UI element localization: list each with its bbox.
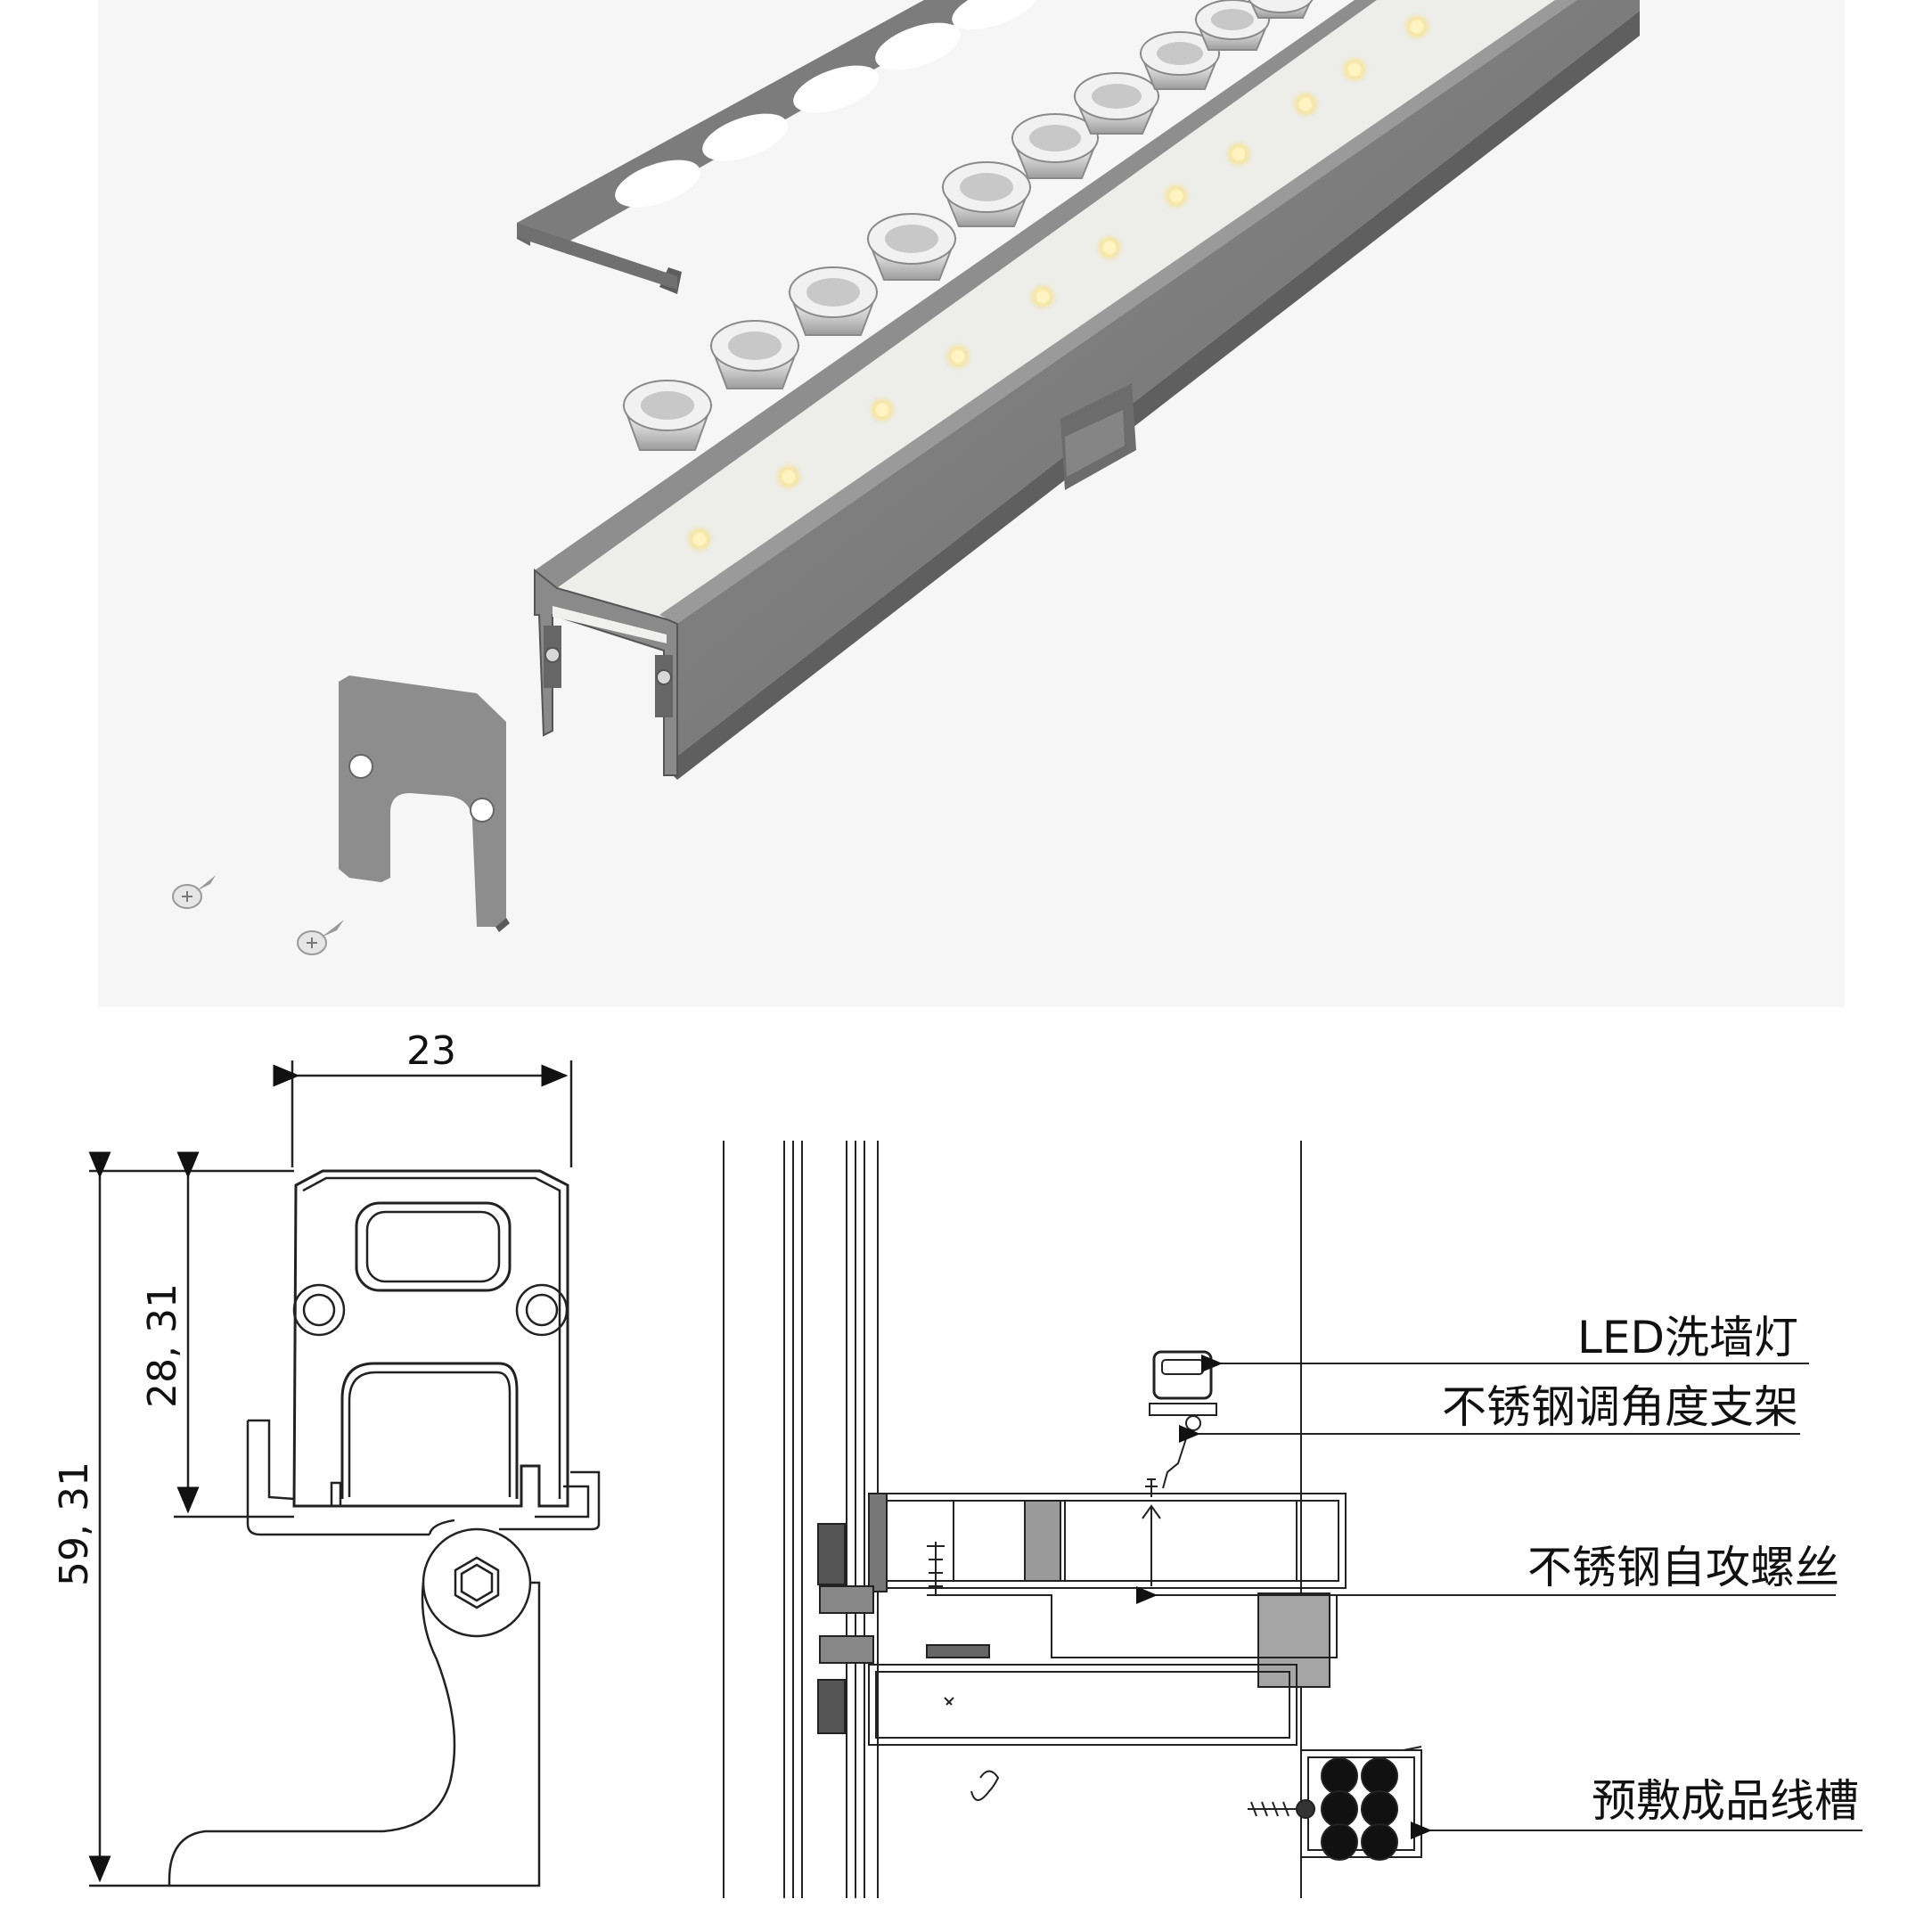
- led-fixture-section: [1149, 1350, 1217, 1489]
- dim-total-height-label: 59, 31: [52, 1461, 97, 1586]
- aluminium-profile: [534, 0, 1640, 780]
- dim-upper-height-label: 28, 31: [140, 1283, 185, 1408]
- bracket-outline: [168, 1419, 601, 1887]
- callout-labels: LED洗墙灯 不锈钢调角度支架 不锈钢自攻螺丝 预敷成品线槽: [1442, 1312, 1859, 1827]
- mounting-clip: [1060, 383, 1136, 490]
- end-cap-outline: [292, 1169, 569, 1508]
- cable-duct: [1248, 1746, 1422, 1861]
- end-cap: [339, 675, 510, 932]
- lens: [1139, 31, 1221, 90]
- lens: [709, 320, 800, 389]
- lens: [941, 161, 1032, 227]
- callout-adjustable-bracket: 不锈钢调角度支架: [1442, 1381, 1798, 1433]
- exploded-view: [172, 0, 1640, 955]
- diffuser-strip: [557, 0, 1568, 619]
- screw: [172, 875, 216, 909]
- profile-end-section: [534, 568, 678, 776]
- callout-cable-duct: 预敷成品线槽: [1592, 1775, 1859, 1827]
- installation-section: [723, 1141, 1862, 1898]
- dimension-drawing: [88, 1060, 601, 1887]
- led-points: [684, 11, 1433, 555]
- screw: [297, 920, 344, 955]
- lens: [866, 213, 957, 281]
- dimension-labels: 23 28, 31 59, 31: [52, 1028, 456, 1586]
- dim-width-label: 23: [406, 1028, 456, 1074]
- lens: [622, 380, 713, 451]
- callout-leaders: [1136, 1355, 1862, 1839]
- callout-self-tapping-screw: 不锈钢自攻螺丝: [1527, 1542, 1839, 1593]
- lens: [788, 266, 879, 336]
- lens: [1011, 113, 1100, 179]
- lens-row: [622, 0, 1314, 451]
- cover-holes: [615, 0, 1037, 208]
- lens: [1194, 0, 1271, 51]
- lens: [1073, 72, 1160, 135]
- transom-upper: [868, 1493, 1347, 1688]
- callout-led-wall-washer: LED洗墙灯: [1577, 1312, 1798, 1363]
- lens: [1248, 0, 1314, 19]
- gaskets: [817, 1493, 990, 1734]
- perforated-cover: [517, 0, 1037, 294]
- transom-lower: [868, 1594, 1338, 1746]
